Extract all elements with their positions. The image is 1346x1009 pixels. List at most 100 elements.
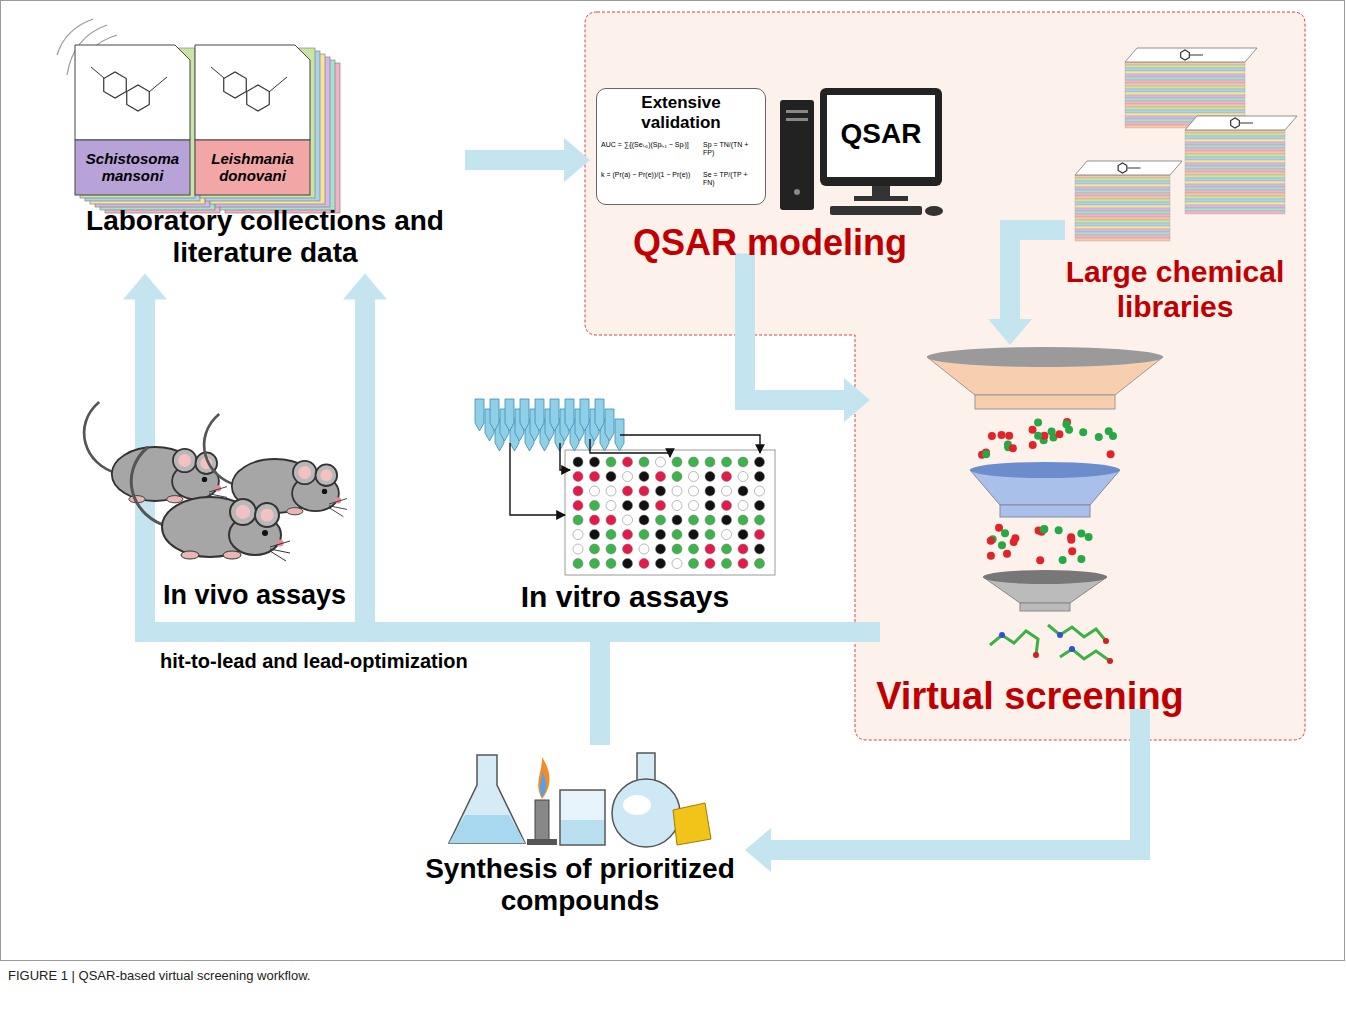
- illustration-part: [1125, 83, 1245, 86]
- illustration-part: [755, 544, 765, 554]
- illustration-part: [449, 815, 525, 843]
- illustration-part: [1185, 136, 1285, 139]
- illustration-part: [573, 472, 583, 482]
- illustration-part: [656, 472, 666, 482]
- illustration-part: [656, 530, 666, 540]
- arrow-head: [343, 273, 387, 299]
- illustration-part: [538, 757, 549, 799]
- illustration-part: [705, 486, 715, 496]
- illustration-part: [1125, 110, 1245, 113]
- illustration-part: [689, 559, 699, 569]
- flow-arrow: [745, 719, 1140, 872]
- illustration-part: [623, 530, 633, 540]
- illustration-part: [672, 486, 682, 496]
- illustration-part: [1075, 190, 1170, 193]
- illustration-part: [1185, 211, 1285, 214]
- illustration-part: [316, 464, 338, 486]
- illustration-part: [149, 77, 167, 92]
- illustration-part: [236, 505, 250, 519]
- illustration-part: [623, 457, 633, 467]
- illustration-part: [1185, 190, 1285, 193]
- illustration-part: [573, 457, 583, 467]
- illustration-part: [995, 524, 1003, 532]
- synthesis-illustration: [415, 735, 745, 853]
- illustration-part: [535, 399, 544, 431]
- figure-frame: [1, 1, 1345, 961]
- illustration-part: [722, 501, 732, 511]
- illustration-part: [1103, 638, 1109, 644]
- illustration-part: [298, 466, 311, 479]
- illustration-part: [595, 399, 604, 431]
- illustration-part: [1181, 50, 1190, 60]
- illustration-part: [211, 67, 224, 78]
- illustration-part: [590, 559, 600, 569]
- arrow-head: [988, 319, 1032, 345]
- illustration-part: [606, 544, 616, 554]
- illustration-part: [1003, 550, 1011, 558]
- node-text: In vivo assays: [163, 580, 355, 611]
- illustration-part: [1185, 202, 1285, 205]
- illustration-part: [1185, 145, 1285, 148]
- illustration-part: [1190, 55, 1203, 56]
- illustration-part: [990, 631, 1038, 655]
- illustration-part: [527, 839, 557, 845]
- illustration-part: [820, 88, 942, 186]
- illustration-part: [580, 399, 589, 431]
- illustration-part: [204, 414, 239, 486]
- illustration-part: [223, 551, 241, 559]
- illustration-part: [606, 486, 616, 496]
- illustration-part: [656, 559, 666, 569]
- illustration-part: [590, 530, 600, 540]
- illustration-part: [1075, 229, 1170, 232]
- illustration-part: [612, 779, 680, 847]
- illustration-part: [1075, 199, 1170, 202]
- illustration-part: [1075, 202, 1170, 205]
- illustration-part: [262, 530, 268, 536]
- illustration-part: [1125, 92, 1245, 95]
- illustration-part: [689, 501, 699, 511]
- illustration-part: [1075, 178, 1170, 181]
- illustration-part: [722, 486, 732, 496]
- illustration-part: [786, 110, 808, 113]
- illustration-part: [1055, 526, 1063, 534]
- node-text: Large chemical libraries: [1055, 255, 1295, 324]
- illustration-part: [75, 140, 190, 195]
- arrow-head: [745, 828, 771, 872]
- illustration-part: [202, 477, 207, 482]
- illustration-part: [131, 447, 170, 527]
- synthesis: Synthesis of prioritized compounds: [415, 735, 745, 917]
- illustration-part: [224, 72, 247, 98]
- illustration-part: [1240, 123, 1253, 124]
- arrow-head: [564, 138, 590, 182]
- illustration-part: [1125, 107, 1245, 110]
- illustration-part: [1001, 529, 1009, 537]
- illustration-part: [1125, 98, 1245, 101]
- node-text: Extensive validation: [601, 93, 761, 132]
- illustration-part: [689, 486, 699, 496]
- illustration-part: [987, 552, 995, 560]
- illustration-part: [794, 189, 800, 195]
- illustration-part: [1128, 168, 1141, 169]
- illustration-part: [656, 544, 666, 554]
- species-name: Schistosoma mansoni: [75, 150, 190, 185]
- illustration-part: [1029, 441, 1037, 449]
- illustration-part: [997, 431, 1005, 439]
- illustration-part: [1069, 646, 1075, 652]
- illustration-part: [565, 450, 775, 575]
- illustration-part: [1068, 547, 1076, 555]
- illustration-part: [1033, 652, 1039, 658]
- illustration-part: [91, 67, 104, 78]
- illustration-part: [925, 206, 943, 216]
- illustration-part: [1185, 142, 1285, 145]
- formula: Se = TP/(TP + FN): [703, 171, 761, 187]
- arrow-band: [770, 719, 1140, 850]
- illustration-part: [998, 541, 1006, 549]
- illustration-part: [672, 501, 682, 511]
- illustration-part: [999, 632, 1005, 638]
- flow-arrow: [745, 263, 870, 422]
- node-text: Virtual screening: [870, 675, 1190, 719]
- arrow-band: [745, 263, 845, 400]
- illustration-part: [689, 544, 699, 554]
- illustration-part: [590, 457, 600, 467]
- illustration-part: [1005, 432, 1013, 440]
